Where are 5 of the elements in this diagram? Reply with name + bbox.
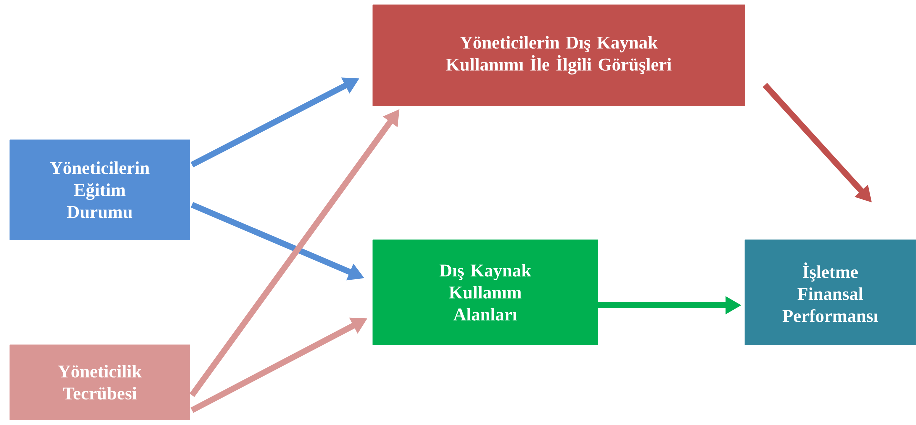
process-box: Yöneticilerin Eğitim Durumu bbox=[10, 140, 190, 240]
process-box: Yöneticilerin Dış Kaynak Kullanımı İle İlgili Görüşleri bbox=[372, 4, 746, 106]
process-box: İşletme Finansal Performansı bbox=[744, 240, 916, 346]
process-box: Dış Kaynak Kullanım Alanları bbox=[372, 240, 598, 346]
process-box: Yöneticilik Tecrübesi bbox=[10, 344, 190, 420]
